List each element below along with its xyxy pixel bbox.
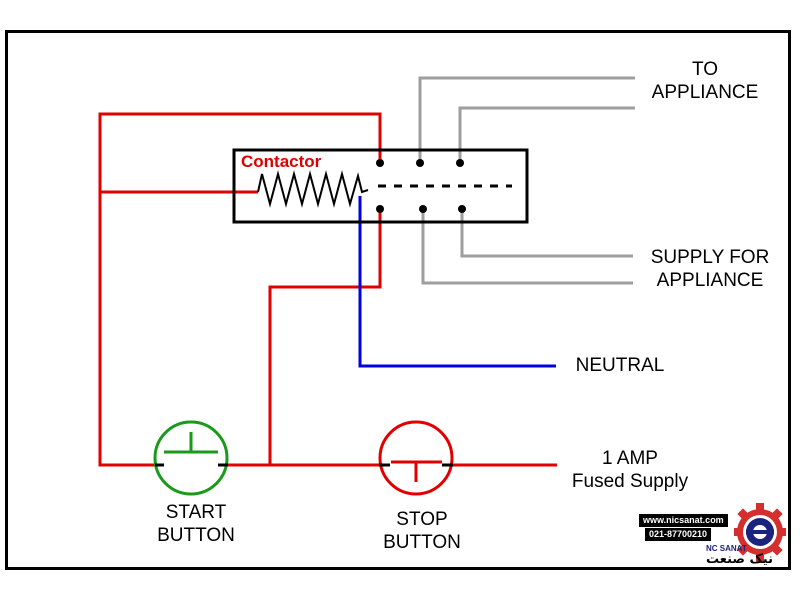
fused-supply-line-1: 1 AMP xyxy=(602,448,658,469)
neutral-wire xyxy=(358,196,556,368)
start-label-line-2: BUTTON xyxy=(157,525,235,546)
supply-wire-2 xyxy=(421,209,633,285)
start-button-label: START BUTTON xyxy=(136,501,256,547)
brand-name-fa: نیک صنعت xyxy=(706,552,773,567)
nc-sanat-logo xyxy=(734,503,786,563)
stop-button-symbol xyxy=(378,420,454,496)
stop-button-label: STOP BUTTON xyxy=(362,508,482,554)
supply-label-line-2: APPLIANCE xyxy=(656,270,764,291)
website-badge: www.nicsanat.com xyxy=(639,514,728,527)
appliance-wire-1 xyxy=(418,76,635,163)
contact-dot xyxy=(376,159,384,167)
stop-label-line-2: BUTTON xyxy=(383,532,461,553)
contact-dot xyxy=(376,205,384,213)
live-wire-hold xyxy=(268,208,382,465)
stop-label-line-1: STOP xyxy=(396,509,448,530)
neutral-label: NEUTRAL xyxy=(575,355,665,376)
supply-label-line-1: SUPPLY FOR xyxy=(650,247,770,268)
supply-for-appliance-label: SUPPLY FOR APPLIANCE xyxy=(635,246,785,292)
diagram-frame xyxy=(5,30,791,570)
contactor-coil xyxy=(257,170,369,208)
live-wire-top xyxy=(98,112,382,467)
fused-supply-line-2: Fused Supply xyxy=(571,471,689,492)
phone-badge: 021-87700210 xyxy=(645,528,712,541)
start-button-symbol xyxy=(153,420,229,496)
start-label-line-1: START xyxy=(165,502,227,523)
contact-dot xyxy=(456,159,464,167)
to-appliance-line-2: APPLIANCE xyxy=(651,82,759,103)
contact-dot xyxy=(419,205,427,213)
appliance-wire-2 xyxy=(458,106,635,163)
to-appliance-line-1: TO xyxy=(691,59,719,80)
contactor-label: Contactor xyxy=(241,152,322,171)
contact-dot xyxy=(458,205,466,213)
to-appliance-label: TO APPLIANCE xyxy=(630,58,780,104)
contactor-box xyxy=(232,148,529,224)
fused-supply-label: 1 AMP Fused Supply xyxy=(555,447,705,493)
brand-name: NC SANAT xyxy=(706,544,747,553)
contact-dot xyxy=(416,159,424,167)
supply-wire-1 xyxy=(460,209,633,258)
